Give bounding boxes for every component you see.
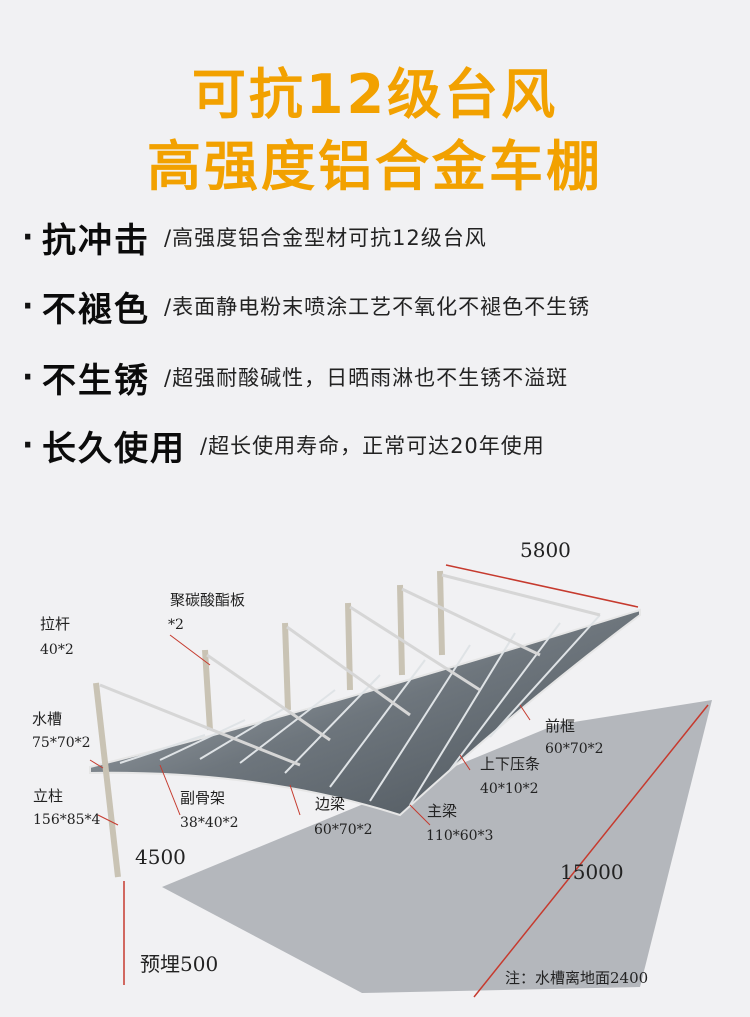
- label-column: 立柱: [33, 787, 64, 805]
- feature-head: 抗冲击: [42, 220, 150, 261]
- label-pc-board-spec: *2: [168, 617, 184, 633]
- label-sub-rib-spec: 38*40*2: [180, 815, 239, 831]
- feature-desc: /高强度铝合金型材可抗12级台风: [164, 226, 487, 250]
- dim-right: 15000: [560, 860, 624, 884]
- label-front-frame-spec: 60*70*2: [545, 741, 604, 757]
- feature-rustproof: · 不生锈 /超强耐酸碱性，日晒雨淋也不生锈不溢斑: [22, 352, 568, 402]
- label-press-strip: 上下压条: [480, 755, 541, 773]
- dim-buried: 预埋500: [140, 952, 219, 976]
- label-gutter: 水槽: [32, 710, 63, 728]
- feature-impact: · 抗冲击 /高强度铝合金型材可抗12级台风: [22, 212, 487, 262]
- bullet: ·: [22, 288, 34, 324]
- roof-panel: [89, 608, 641, 817]
- feature-durable: · 长久使用 /超长使用寿命，正常可达20年使用: [22, 420, 545, 470]
- feature-head: 不生锈: [42, 360, 150, 401]
- label-side-beam: 边梁: [315, 795, 346, 813]
- carport-diagram: 5800 聚碳酸酯板 *2 拉杆 40*2 水槽 75*70*2 立柱 156*…: [0, 515, 750, 1017]
- feature-desc: /超长使用寿命，正常可达20年使用: [200, 434, 545, 458]
- label-sub-rib: 副骨架: [180, 789, 226, 807]
- label-main-beam: 主梁: [427, 802, 458, 820]
- bullet: ·: [22, 359, 34, 395]
- label-column-spec: 156*85*4: [33, 812, 101, 828]
- label-main-beam-spec: 110*60*3: [426, 828, 494, 844]
- label-gutter-spec: 75*70*2: [32, 735, 91, 751]
- bullet: ·: [22, 427, 34, 463]
- feature-colorfast: · 不褪色 /表面静电粉末喷涂工艺不氧化不褪色不生锈: [22, 281, 590, 331]
- label-side-beam-spec: 60*70*2: [314, 822, 373, 838]
- ground-slab: [162, 700, 712, 993]
- feature-head: 不褪色: [42, 289, 150, 330]
- label-front-frame: 前框: [545, 717, 576, 735]
- label-tie-rod-spec: 40*2: [40, 642, 74, 658]
- title-line-2: 高强度铝合金车棚: [147, 135, 603, 198]
- feature-head: 长久使用: [42, 428, 186, 469]
- carport-structure-illustration: [89, 564, 712, 998]
- title-line-1: 可抗12级台风: [191, 63, 559, 126]
- dim-left: 4500: [135, 845, 186, 869]
- feature-desc: /超强耐酸碱性，日晒雨淋也不生锈不溢斑: [164, 366, 569, 390]
- dim-top: 5800: [520, 538, 571, 562]
- diagram-note: 注：水槽离地面2400: [505, 969, 649, 987]
- feature-desc: /表面静电粉末喷涂工艺不氧化不褪色不生锈: [164, 295, 591, 319]
- bullet: ·: [22, 219, 34, 255]
- label-press-strip-spec: 40*10*2: [480, 781, 539, 797]
- label-tie-rod: 拉杆: [40, 615, 71, 633]
- label-pc-board: 聚碳酸酯板: [170, 591, 246, 609]
